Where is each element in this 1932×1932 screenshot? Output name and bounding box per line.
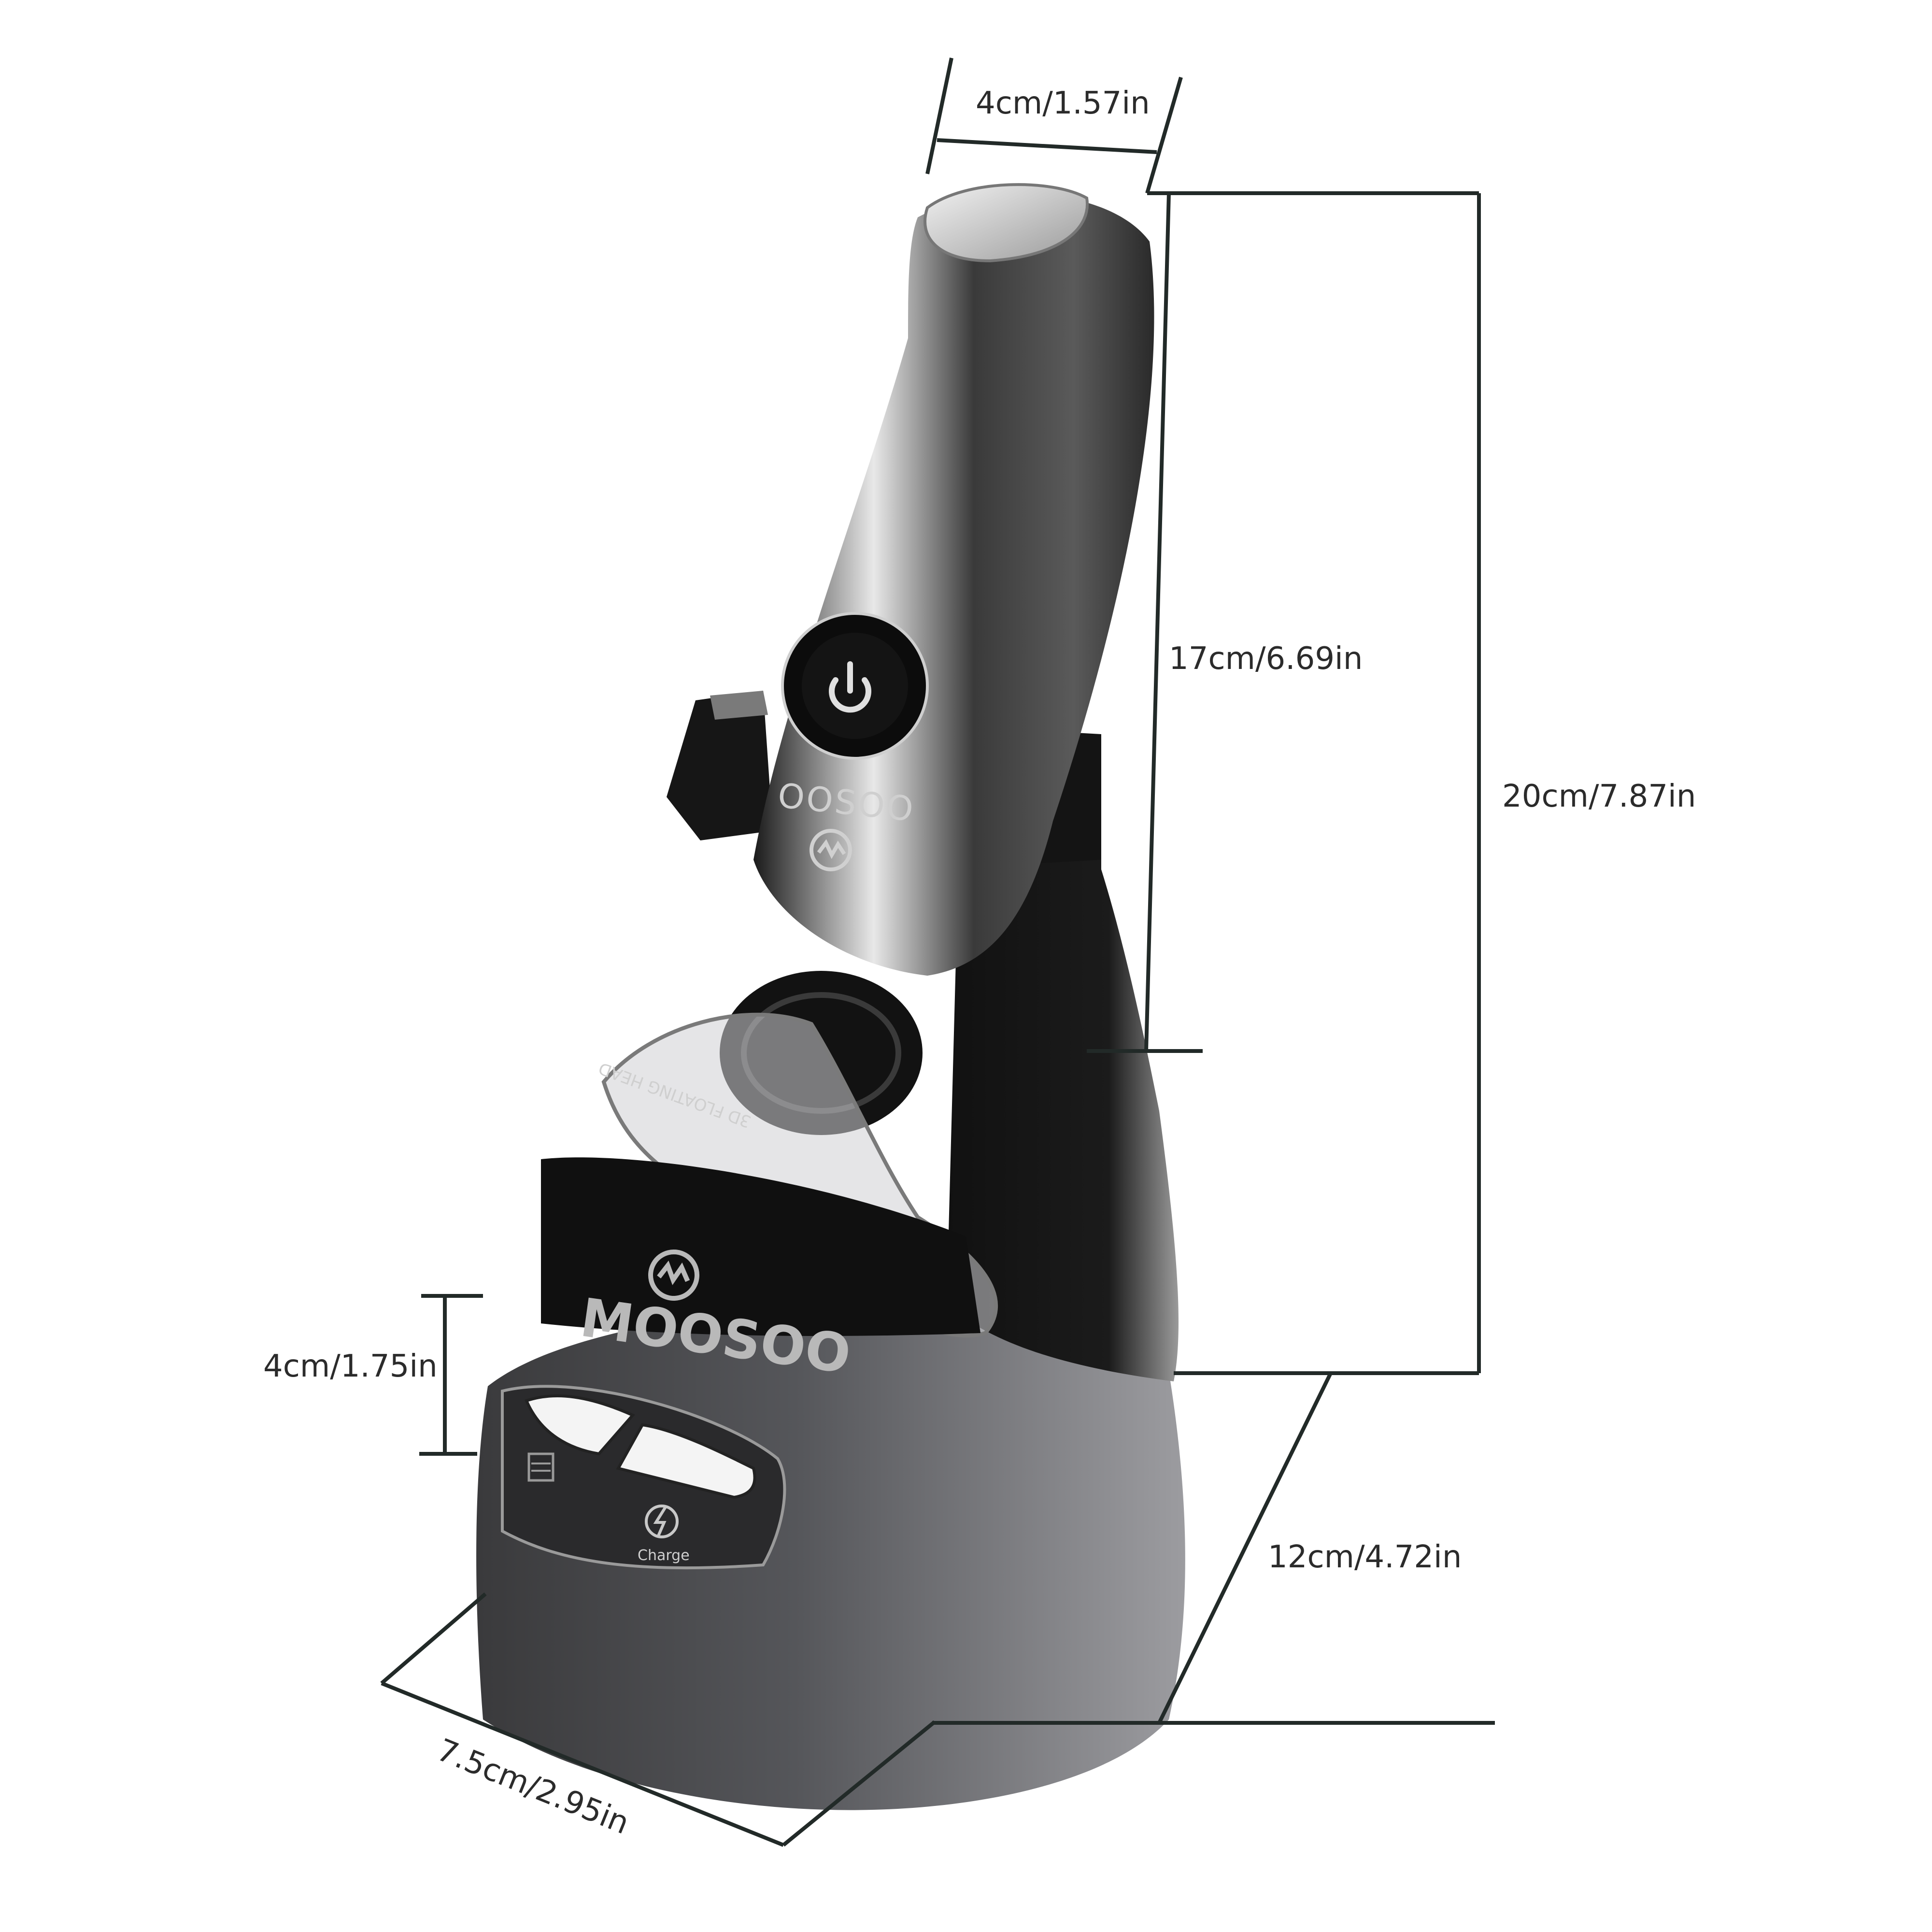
- cradle-arm-highlight: [710, 691, 768, 720]
- front-brand-panel: [541, 1157, 980, 1336]
- dimension-total-height: 20cm/7.87in: [1174, 193, 1696, 1375]
- shaver-height-label: 17cm/6.69in: [1169, 641, 1363, 677]
- charge-label: Charge: [638, 1547, 690, 1564]
- handle-top-cap: [923, 183, 1089, 263]
- panel-height-label: 4cm/1.75in: [263, 1349, 438, 1384]
- handle-logo-icon: [810, 829, 852, 871]
- panel-button-right[interactable]: [616, 1423, 756, 1499]
- power-icon: [829, 661, 871, 713]
- moosoo-m-logo-icon: [648, 1250, 699, 1301]
- dimension-head-width: 4cm/1.57in: [925, 57, 1183, 194]
- charge-indicator: Charge: [638, 1505, 690, 1564]
- head-width-label: 4cm/1.57in: [976, 85, 1150, 121]
- base-depth-label: 12cm/4.72in: [1268, 1539, 1462, 1575]
- dimension-panel-height: 4cm/1.75in: [263, 1294, 483, 1456]
- shaver-cleaning-station: OOSOO 3D FLOATING HEAD MOOSOO: [476, 183, 1185, 1810]
- dimension-shaver-height: 17cm/6.69in: [1087, 191, 1479, 1053]
- dimension-base-depth: 12cm/4.72in: [932, 1372, 1495, 1725]
- cradle-arm-left: [667, 691, 773, 840]
- base-body: [476, 1188, 1185, 1810]
- clean-mode-icon: [527, 1452, 554, 1482]
- power-button[interactable]: [781, 612, 929, 760]
- shaver-handle: [753, 194, 1154, 976]
- total-height-label: 20cm/7.87in: [1502, 779, 1696, 814]
- lightning-bolt-icon: [645, 1505, 679, 1538]
- panel-button-left[interactable]: [524, 1394, 635, 1456]
